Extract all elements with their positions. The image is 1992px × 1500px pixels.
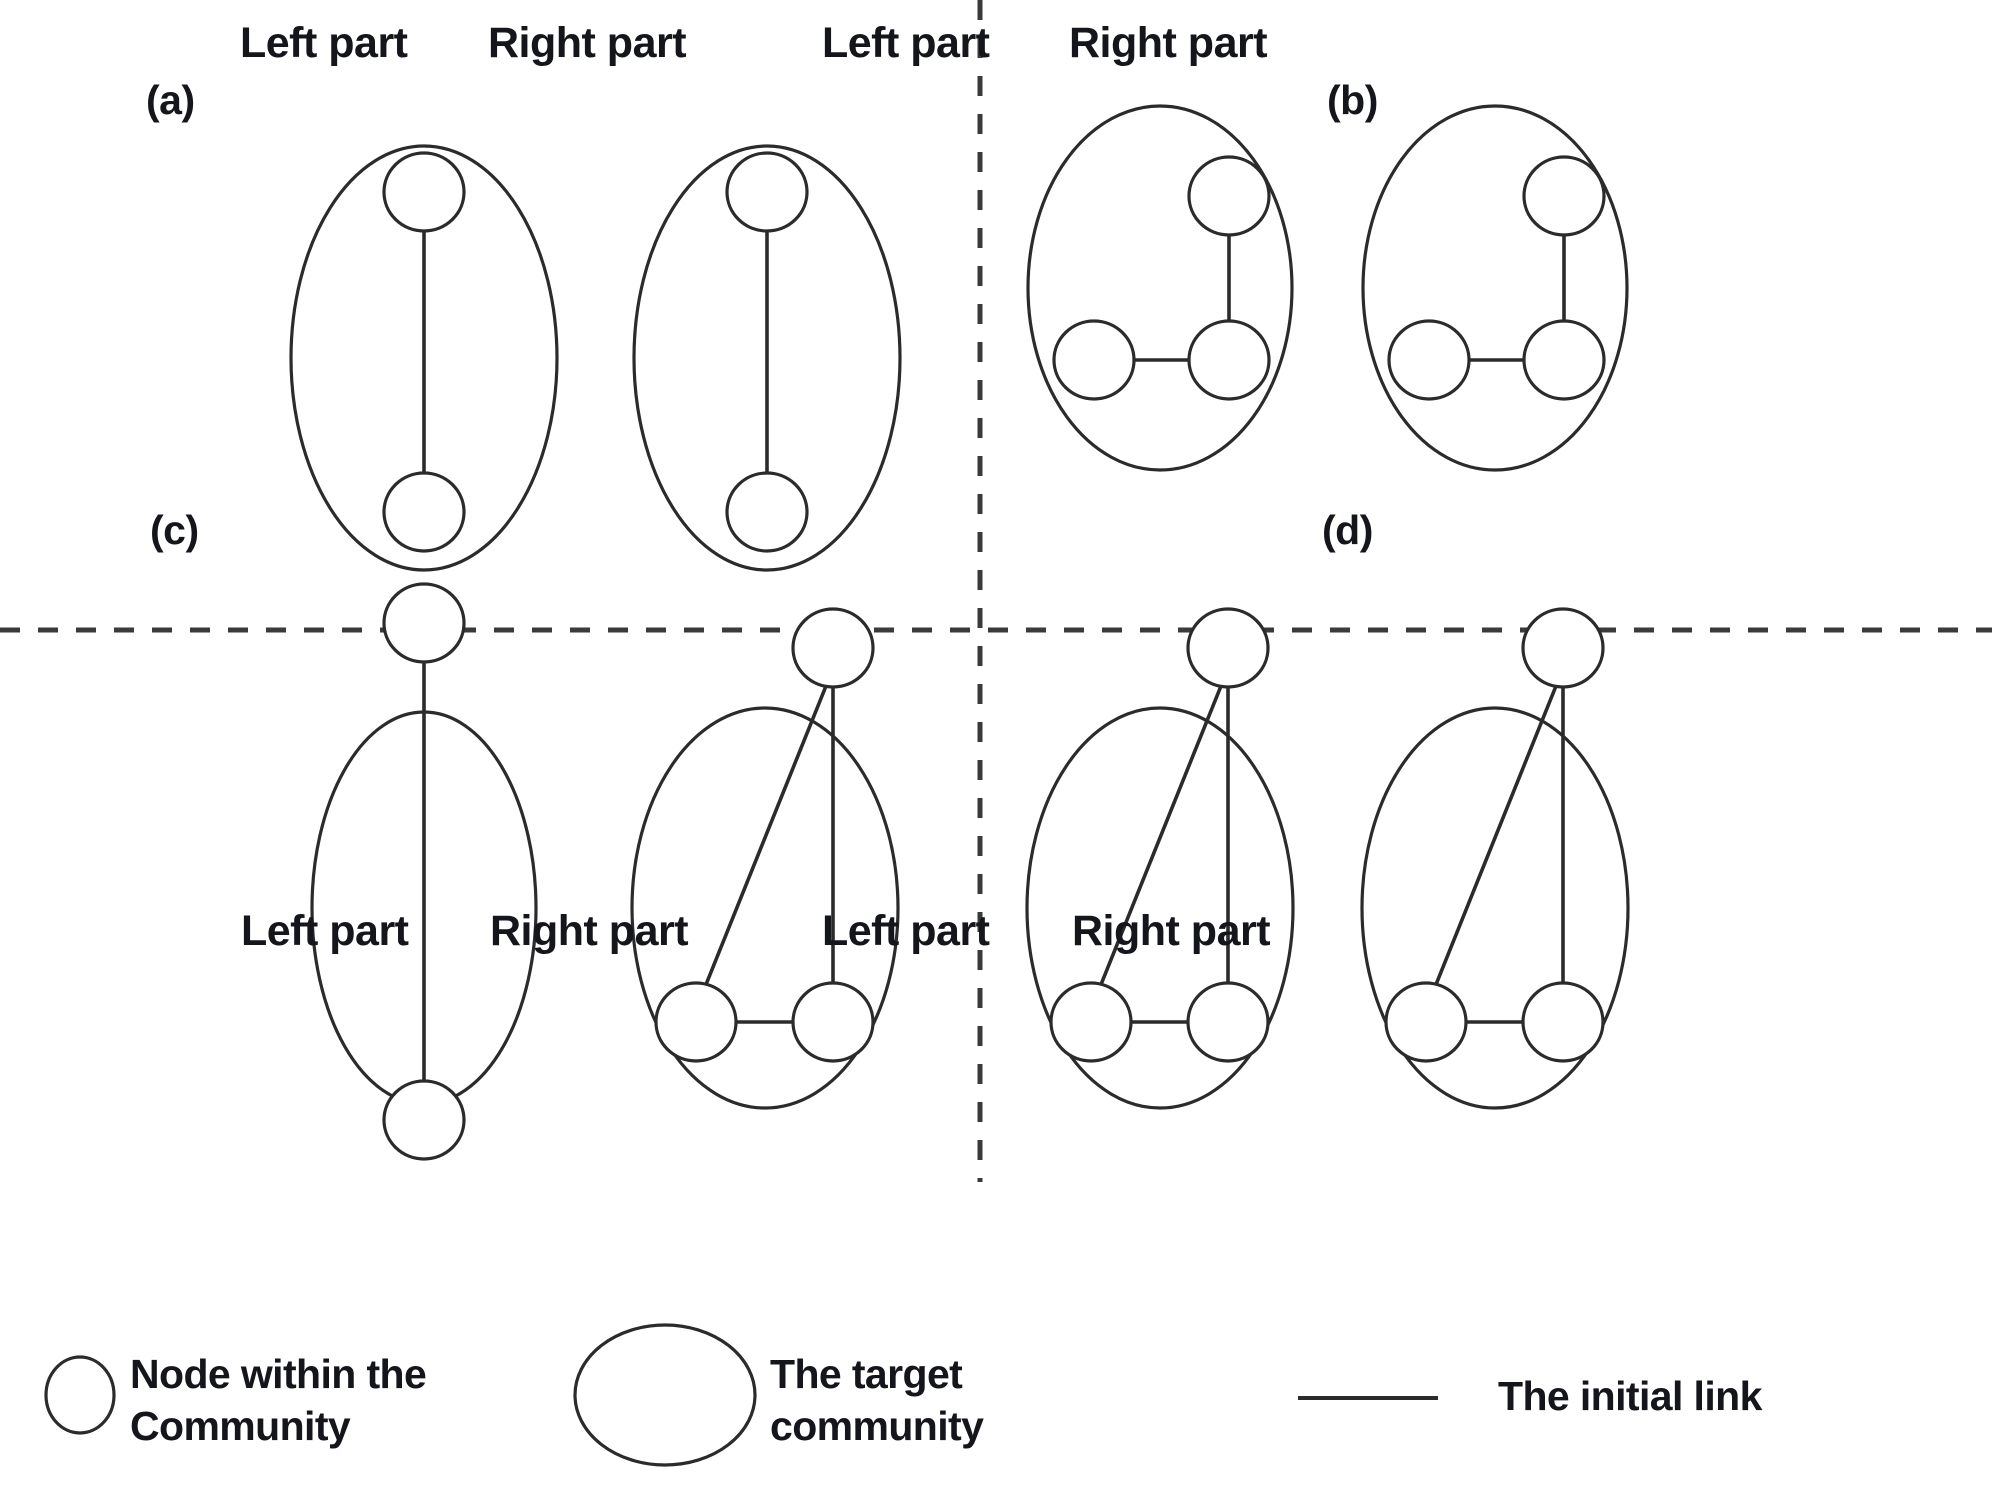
legend-link-label: The initial link — [1498, 1373, 1762, 1419]
legend-community-label-line2: community — [770, 1403, 984, 1450]
community-ellipse — [289, 144, 559, 572]
legend-node-label-line1: Node within the — [130, 1351, 427, 1397]
community-node — [1521, 981, 1605, 1063]
community-node — [1384, 981, 1468, 1063]
panel-c-right-part-header: Right part — [490, 907, 689, 955]
community-node — [1522, 319, 1606, 401]
panel-d-left-part-header: Left part — [822, 907, 990, 955]
community-node — [382, 471, 466, 553]
initial-link — [701, 685, 828, 993]
community-ellipse — [1360, 706, 1630, 1110]
panel-d-tag: (d) — [1322, 507, 1373, 553]
panel-b-left-part-header: Left part — [822, 19, 990, 67]
community-node — [791, 981, 875, 1063]
community-node — [1049, 981, 1133, 1063]
community-node — [1387, 319, 1471, 401]
community-node — [1521, 607, 1605, 689]
panel-a-left-part-header: Left part — [240, 19, 408, 67]
panel-a-group-right — [632, 144, 902, 572]
community-node — [382, 582, 466, 664]
panel-a-tag: (a) — [146, 77, 195, 123]
community-node — [791, 607, 875, 689]
legend-node-icon — [44, 1355, 116, 1435]
panel-b-right-part-header: Right part — [1069, 19, 1268, 67]
legend-node-label: Node within the Community — [130, 1348, 427, 1453]
community-ellipse — [1025, 706, 1295, 1110]
panel-b-tag: (b) — [1327, 77, 1378, 123]
panel-c-group-left — [310, 582, 538, 1161]
panel-c-group-right — [630, 607, 900, 1110]
panel-a-group-left — [289, 144, 559, 572]
community-node — [382, 1079, 466, 1161]
community-node — [725, 151, 809, 233]
community-ellipse — [1026, 104, 1294, 472]
panel-a-right-part-header: Right part — [488, 19, 687, 67]
panel-d-group-left — [1025, 607, 1295, 1110]
community-node — [1187, 319, 1271, 401]
community-node — [1187, 155, 1271, 237]
community-node — [1186, 607, 1270, 689]
panel-b-group-right — [1361, 104, 1629, 472]
legend-community-icon — [573, 1323, 757, 1467]
legend-node-label-line2: Community — [130, 1403, 351, 1450]
initial-link — [1431, 685, 1558, 993]
legend-community-label: The target community — [770, 1348, 984, 1453]
community-node — [1522, 155, 1606, 237]
community-node — [725, 471, 809, 553]
community-ellipse — [632, 144, 902, 572]
panel-b-group-left — [1026, 104, 1294, 472]
panel-c-tag: (c) — [150, 507, 199, 553]
community-ellipse — [630, 706, 900, 1110]
community-ellipse — [1361, 104, 1629, 472]
community-node — [382, 151, 466, 233]
panel-c-left-part-header: Left part — [241, 907, 409, 955]
panel-d-right-part-header: Right part — [1072, 907, 1271, 955]
panel-d-group-right — [1360, 607, 1630, 1110]
community-node — [1186, 981, 1270, 1063]
community-node — [1052, 319, 1136, 401]
initial-link — [1096, 685, 1223, 993]
legend-community-label-line1: The target — [770, 1351, 963, 1397]
community-node — [654, 981, 738, 1063]
